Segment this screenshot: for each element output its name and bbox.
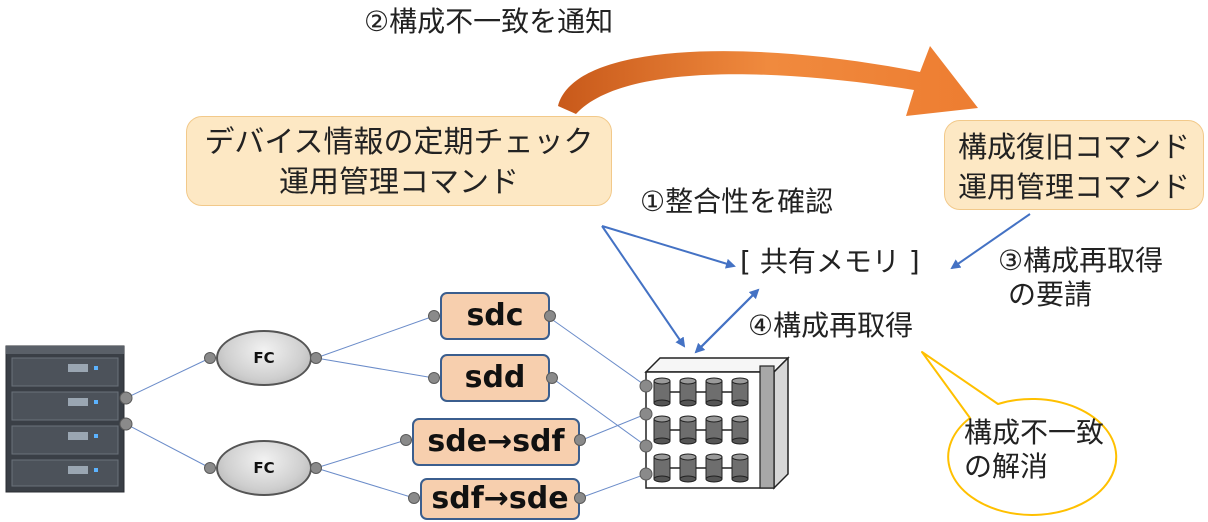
arrow-storage-to-memory: [695, 288, 760, 353]
step4-label: ④構成再取得: [748, 309, 914, 342]
fc-node-1: FC: [216, 330, 312, 386]
sdf-port-left: [408, 492, 420, 504]
disk-cylinder: [705, 453, 723, 483]
resolution-bubble-text: 構成不一致 の解消: [964, 416, 1104, 484]
disk-cylinder: [653, 415, 671, 445]
device-sdc: sdc: [440, 292, 550, 340]
fc1-port-right: [310, 352, 322, 364]
fc1-port-left: [204, 352, 216, 364]
disk-cylinder: [705, 415, 723, 445]
notify-arrow: [558, 46, 978, 116]
notify-label: ②構成不一致を通知: [364, 5, 614, 38]
sdd-port-left: [428, 372, 440, 384]
sdd-port-right: [546, 372, 558, 384]
resolution-bubble-shape: [921, 351, 1118, 516]
arrow-check-to-storage: [601, 225, 686, 348]
device-sdf-to-sde: sdf→sde: [420, 478, 580, 520]
disk-cylinder: [653, 377, 671, 407]
server-icon: [5, 345, 125, 493]
recover-command-box: 構成復旧コマンド 運用管理コマンド: [944, 120, 1204, 210]
sde-port-right: [574, 434, 586, 446]
shared-memory-label: [ 共有メモリ ]: [740, 245, 920, 278]
step3-line2: の要請: [1008, 278, 1093, 311]
disk-cylinder: [731, 415, 749, 445]
connection-wires: [125, 315, 647, 499]
recover-command-line2: 運用管理コマンド: [957, 170, 1190, 204]
sdc-port-left: [428, 310, 440, 322]
disk-cylinder: [679, 377, 697, 407]
disk-cylinder: [705, 377, 723, 407]
sde-port-left: [400, 434, 412, 446]
fc2-port-right: [310, 462, 322, 474]
step3-line1: ③構成再取得: [998, 244, 1164, 277]
recover-command-line1: 構成復旧コマンド: [957, 130, 1190, 164]
disk-cylinder: [731, 453, 749, 483]
disk-cylinder: [731, 377, 749, 407]
fc-node-2: FC: [216, 440, 312, 496]
resolution-line1: 構成不一致: [964, 416, 1105, 449]
disk-cylinder: [679, 415, 697, 445]
sdc-port-right: [544, 310, 556, 322]
arrow-check-to-memory: [601, 225, 736, 269]
disk-cylinder: [679, 453, 697, 483]
fc2-port-left: [204, 462, 216, 474]
arrow-recover-to-memory: [950, 213, 1031, 270]
storage-array-icon: [644, 356, 790, 490]
device-sdd: sdd: [440, 354, 550, 402]
resolution-line2: の解消: [964, 450, 1049, 483]
sdf-port-right: [574, 492, 586, 504]
step3-label: ③構成再取得 の要請: [998, 244, 1163, 312]
check-command-line1: デバイス情報の定期チェック: [204, 125, 594, 160]
check-command-line2: 運用管理コマンド: [279, 165, 519, 200]
disk-cylinder: [653, 453, 671, 483]
check-command-box: デバイス情報の定期チェック 運用管理コマンド: [186, 116, 612, 206]
flow-arrows: [601, 213, 1031, 354]
device-sde-to-sdf: sde→sdf: [412, 418, 580, 466]
step1-label: ①整合性を確認: [640, 185, 834, 218]
